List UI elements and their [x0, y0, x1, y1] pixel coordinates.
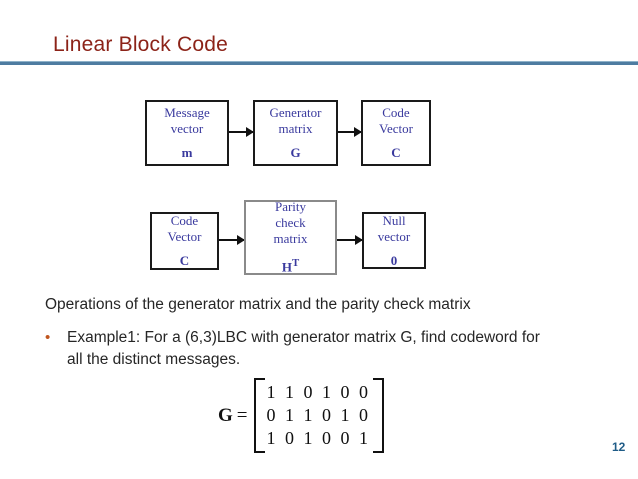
flow-box-line-1: Code	[170, 213, 199, 228]
matrix-row: 1 0 1 0 0 1	[266, 428, 371, 448]
flow-box-line-1: Generator	[269, 105, 322, 120]
flow-box-line-2: Vector	[167, 229, 202, 244]
list-item-text: Example1: For a (6,3)LBC with generator …	[67, 329, 540, 368]
bullet-list: • Example1: For a (6,3)LBC with generato…	[45, 327, 605, 371]
matrix-bracket-group: 1 1 0 1 0 0 0 1 1 0 1 0 1 0 1 0 0 1	[253, 378, 384, 453]
flow-box-line-2: check	[275, 215, 306, 231]
diagram-caption: Operations of the generator matrix and t…	[45, 296, 471, 313]
flow-box-line-3: matrix	[273, 231, 308, 247]
flow-box-line-2: matrix	[278, 121, 313, 136]
flow-box-code-vector-output[interactable]: Code Vector C	[361, 100, 431, 166]
flow-box-parity-check-matrix[interactable]: Parity check matrix HT	[244, 199, 337, 275]
list-item: • Example1: For a (6,3)LBC with generato…	[45, 327, 605, 371]
flow-box-line-1: Code	[382, 105, 410, 120]
flow-box-line-2: vector	[377, 228, 411, 244]
page-title: Linear Block Code	[53, 33, 228, 56]
arrow-codeword-to-parity	[219, 235, 245, 245]
slide-page-number: 12	[612, 440, 626, 454]
flow-box-message-vector[interactable]: Message vector m	[145, 100, 229, 166]
flow-box-line-1: Parity	[274, 199, 307, 215]
matrix-row: 1 1 0 1 0 0	[266, 382, 371, 402]
flow-box-line-1: Null	[382, 212, 406, 228]
flow-box-code-vector-input[interactable]: Code Vector C	[150, 212, 219, 270]
arrow-message-to-generator	[229, 127, 254, 137]
flow-box-symbol: 0	[390, 252, 398, 268]
arrow-parity-to-null	[337, 235, 363, 245]
matrix-row: 0 1 1 0 1 0	[266, 405, 371, 425]
flow-box-line-2: vector	[170, 121, 204, 136]
flow-box-symbol: m	[181, 145, 193, 160]
flow-box-symbol: G	[290, 145, 301, 160]
flow-box-generator-matrix[interactable]: Generator matrix G	[253, 100, 338, 166]
equals-sign: =	[236, 404, 248, 426]
flow-box-line-2: Vector	[379, 121, 413, 136]
matrix-label: G	[218, 404, 233, 426]
flow-box-symbol-superscript: T	[291, 257, 300, 270]
flow-box-null-vector[interactable]: Null vector 0	[362, 212, 426, 269]
title-divider	[0, 61, 638, 65]
generator-matrix-equation: G = 1 1 0 1 0 0 0 1 1 0 1 0 1 0 1 0 0 1	[218, 378, 384, 453]
flow-box-line-1: Message	[164, 105, 210, 120]
bullet-point-icon: •	[45, 329, 51, 346]
arrow-generator-to-codeword	[338, 127, 362, 137]
flow-box-symbol: HT	[282, 255, 299, 275]
flow-box-symbol: C	[179, 253, 190, 268]
flow-box-symbol: C	[391, 145, 401, 160]
flow-box-symbol-base: H	[281, 259, 292, 275]
